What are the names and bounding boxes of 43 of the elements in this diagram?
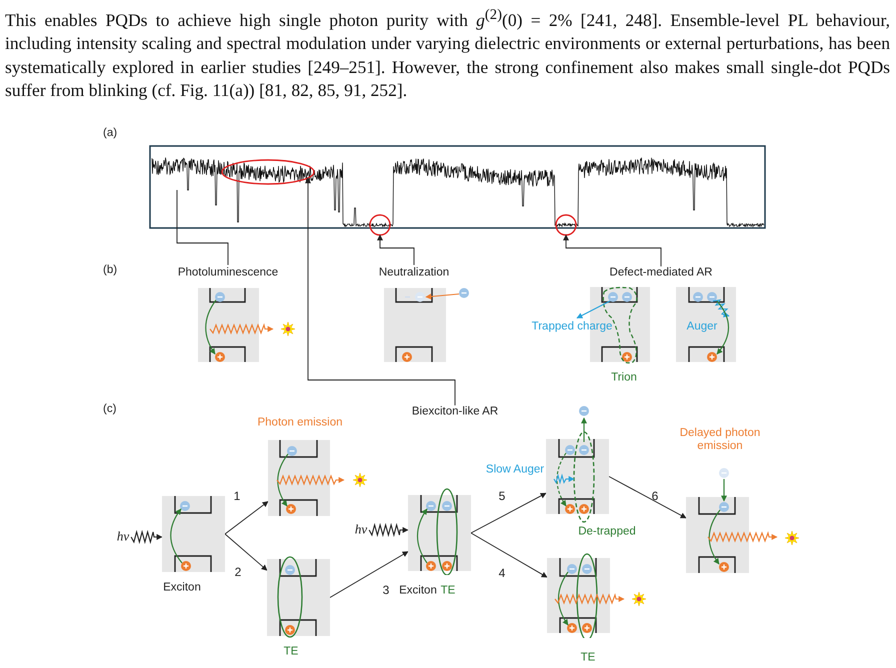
body-paragraph: This enables PQDs to achieve high single photon purity with g$^{(2)}$(0) = 2% [241, 248]. Ensemble-level PL behaviour, including intensity scaling and spectral modulation under varying dielectric environments or external perturbations, has been systematically explored in earlier studies [249–251]. However, the strong confinement also makes small single-dot PQDs suffer from blinking (cf. Fig. 11(a)) [81, 82, 85, 91, 252].: [5, 6, 890, 102]
arrow: [330, 551, 409, 598]
edge-label: 1: [234, 490, 240, 504]
mechanism-label: Slow Auger: [486, 463, 544, 477]
arrow: [470, 532, 548, 578]
edge-label: 4: [498, 567, 506, 581]
edge-label: 2: [234, 566, 242, 580]
highlight-circle: [369, 214, 391, 236]
edge-label: 3: [382, 584, 390, 598]
state-label: TE: [580, 651, 596, 665]
highlight-circle: [555, 214, 577, 236]
process-label: Defect-mediated AR: [610, 266, 712, 280]
mechanism-label: Auger: [686, 320, 718, 334]
highlight-ellipse: [221, 159, 315, 185]
leader-line: [563, 234, 662, 267]
process-label: Biexciton-like AR: [412, 405, 498, 419]
arrow: [224, 534, 268, 571]
photon-energy-label: hv: [354, 522, 368, 538]
arrow: [608, 476, 687, 518]
edge-label: 5: [498, 490, 506, 504]
mechanism-label: Trapped charge: [532, 320, 612, 334]
leader-line: [176, 190, 228, 266]
state-label: TE: [284, 645, 298, 659]
state-label: De-trapped: [578, 525, 636, 539]
state-label: Trion: [611, 371, 637, 385]
panel-label: (a): [103, 127, 118, 139]
arrow: [470, 492, 547, 534]
emission-label: Delayed photon emission: [678, 426, 762, 454]
photon-wave-arrow: [368, 522, 409, 538]
photon-wave-arrow: [130, 530, 163, 544]
panel-label: (c): [103, 403, 116, 415]
panel-label: (b): [103, 264, 118, 276]
leader-line: [377, 234, 414, 266]
process-label: Neutralization: [378, 266, 450, 280]
process-label: Photoluminescence: [178, 266, 278, 280]
photon-energy-label: hv: [116, 530, 130, 544]
process-label: Exciton: [163, 581, 201, 595]
state-label: TE: [440, 584, 456, 598]
process-label: Exciton: [399, 584, 437, 598]
arrow: [224, 501, 268, 534]
emission-label: Photon emission: [257, 416, 343, 430]
edge-label: 6: [652, 490, 658, 504]
leader-line: [305, 177, 456, 406]
